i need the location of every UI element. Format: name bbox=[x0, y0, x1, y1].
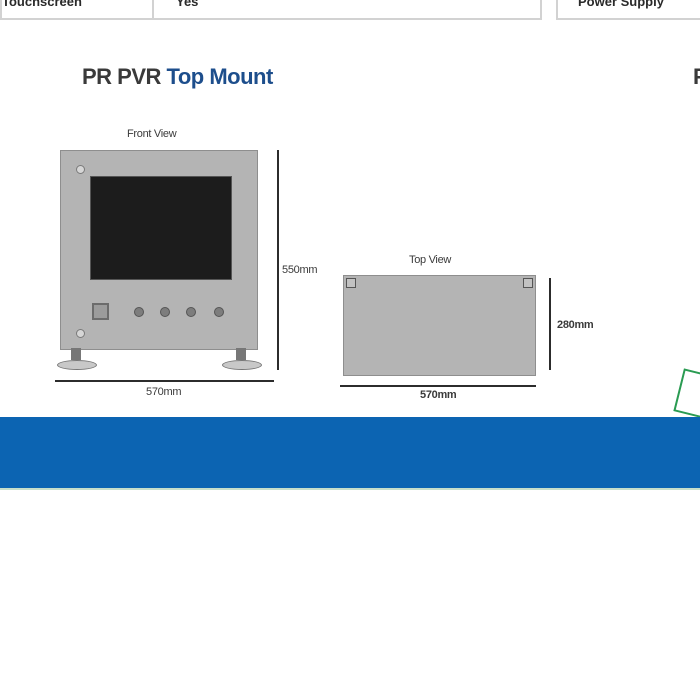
foot-stem bbox=[71, 348, 81, 360]
front-height-dimension: 550mm bbox=[282, 264, 318, 276]
spec-label-touchscreen: Touchscreen bbox=[2, 0, 154, 18]
depth-dimension-line bbox=[549, 278, 551, 370]
spec-value-touchscreen: Yes bbox=[176, 0, 199, 9]
top-view-panel bbox=[343, 275, 536, 376]
knob-icon bbox=[160, 307, 170, 317]
spec-table: Touchscreen Yes bbox=[0, 0, 542, 20]
green-tag-shape bbox=[673, 368, 700, 422]
band-underline bbox=[0, 488, 700, 490]
front-view-label: Front View bbox=[127, 128, 177, 140]
foot-icon bbox=[222, 360, 262, 370]
front-view-panel bbox=[60, 150, 258, 350]
display-screen bbox=[90, 176, 232, 280]
foot-stem bbox=[236, 348, 246, 360]
foot-icon bbox=[57, 360, 97, 370]
spec-table-right: Power Supply bbox=[556, 0, 700, 20]
front-width-dimension: 570mm bbox=[146, 386, 182, 398]
knob-icon bbox=[214, 307, 224, 317]
square-button-icon bbox=[92, 303, 109, 320]
knob-icon bbox=[134, 307, 144, 317]
corner-bracket-icon bbox=[346, 278, 356, 288]
top-width-dimension: 570mm bbox=[420, 389, 457, 401]
top-width-dimension-line bbox=[340, 385, 536, 387]
section-heading-right: P bbox=[693, 64, 700, 90]
heading-accent: Top Mount bbox=[166, 64, 274, 89]
heading-prefix: PR PVR bbox=[82, 64, 167, 89]
screw-icon bbox=[76, 329, 85, 338]
screw-icon bbox=[76, 165, 85, 174]
section-heading: PR PVR Top Mount bbox=[82, 64, 273, 90]
blue-band bbox=[0, 417, 700, 488]
top-view-label: Top View bbox=[409, 254, 452, 266]
knob-icon bbox=[186, 307, 196, 317]
spec-label-power-supply: Power Supply bbox=[578, 0, 664, 9]
width-dimension-line bbox=[55, 380, 274, 382]
corner-bracket-icon bbox=[523, 278, 533, 288]
height-dimension-line bbox=[277, 150, 279, 370]
top-depth-dimension: 280mm bbox=[557, 319, 594, 331]
